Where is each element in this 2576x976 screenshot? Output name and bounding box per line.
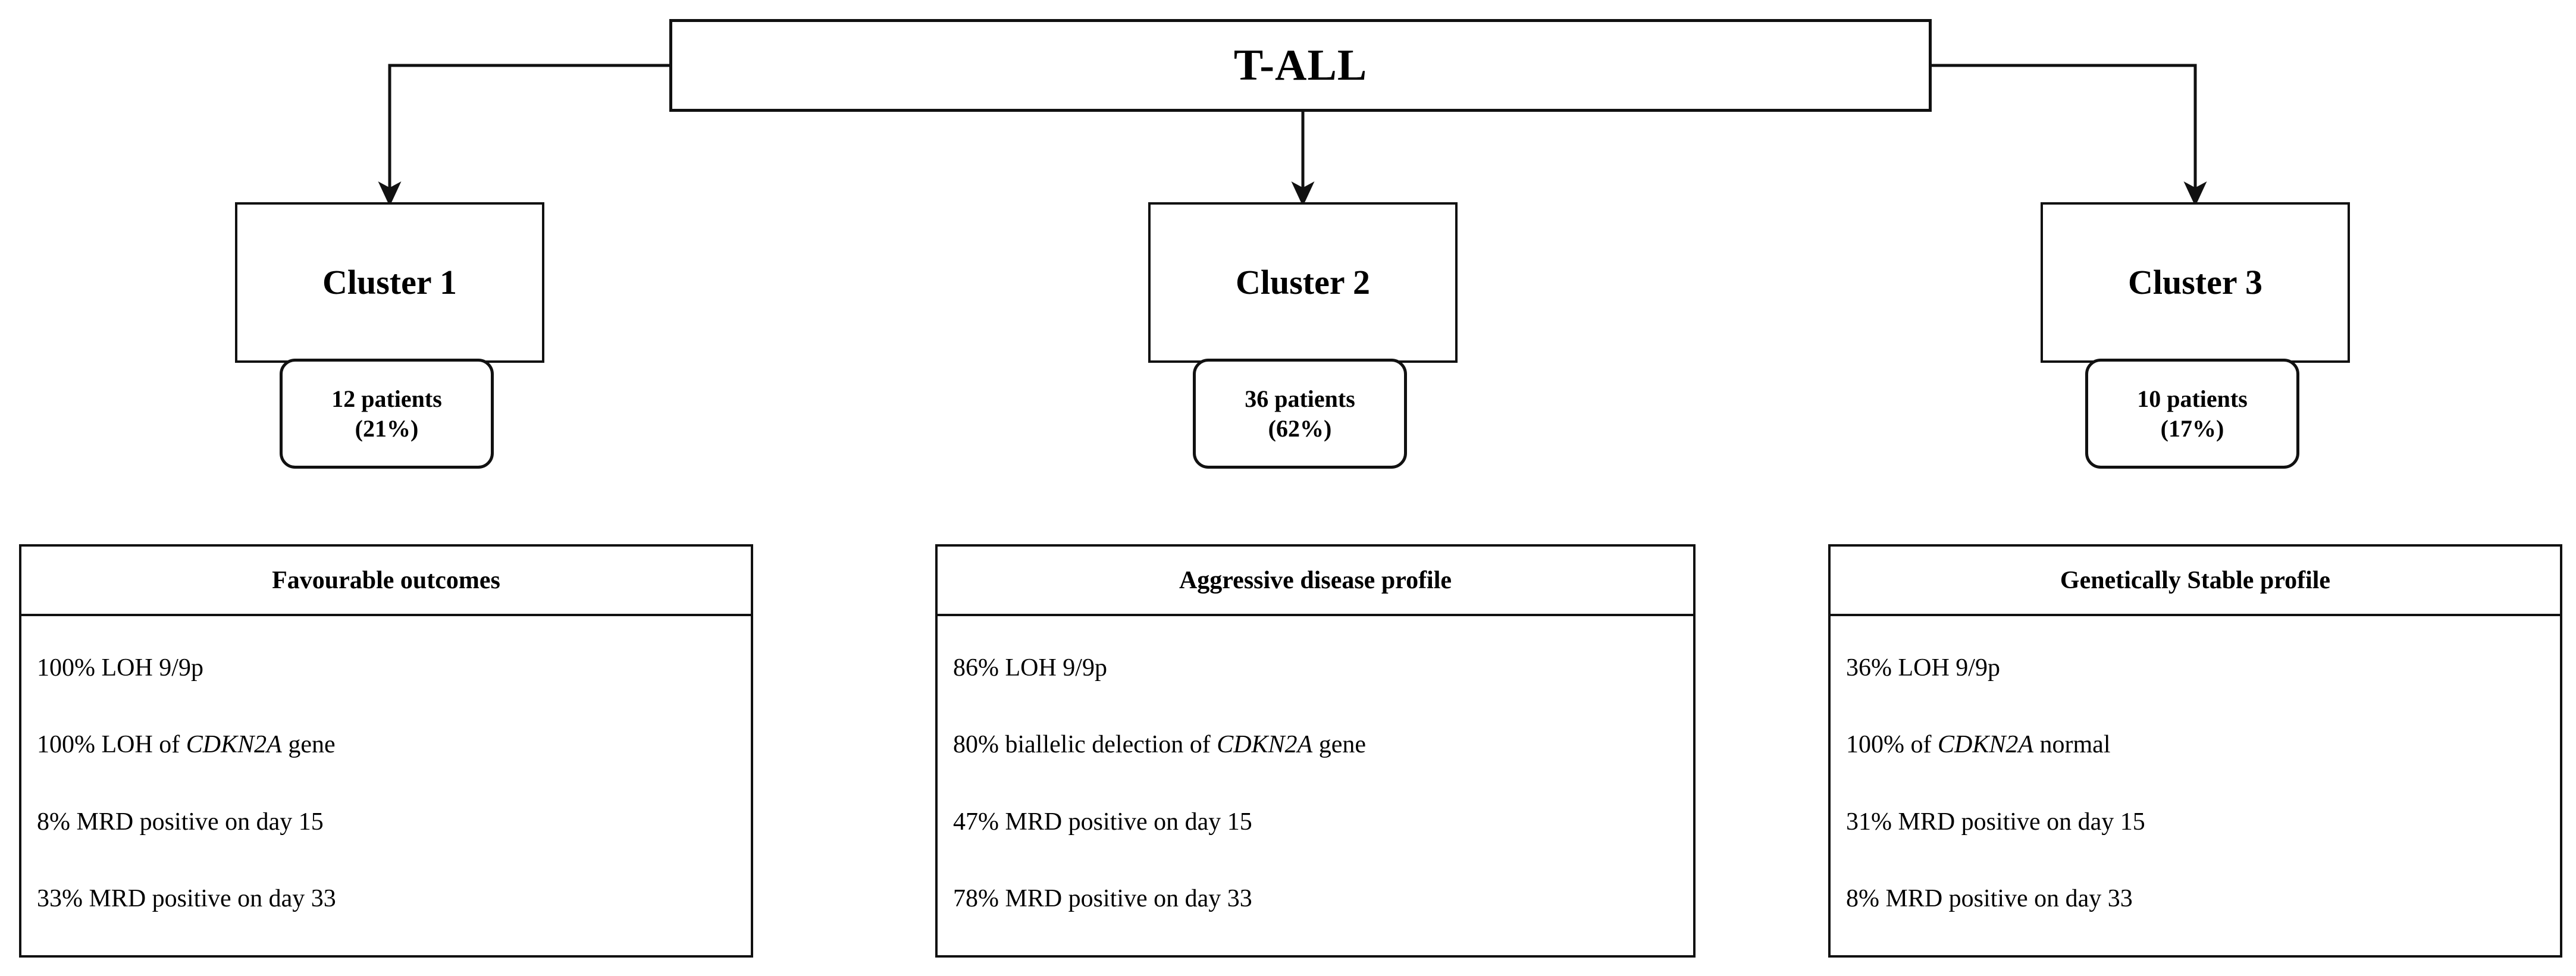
cluster-node-3-label: Cluster 3 — [2127, 263, 2263, 302]
gene-name: CDKN2A — [1217, 731, 1313, 759]
patient-count-badge-3-count: 10 patients — [2137, 385, 2248, 412]
profile-panel-3-line-3: 31% MRD positive on day 15 — [1846, 808, 2145, 836]
profile-panel-3-line-2: 100% of CDKN2A normal — [1846, 731, 2111, 759]
cluster-node-1[interactable]: Cluster 1 — [235, 202, 544, 363]
profile-panel-1-line-1: 100% LOH 9/9p — [37, 654, 203, 682]
profile-panel-3-body: 36% LOH 9/9p 100% of CDKN2A normal 31% M… — [1831, 616, 2560, 955]
gene-name: CDKN2A — [186, 731, 282, 759]
cluster-node-3[interactable]: Cluster 3 — [2041, 202, 2350, 363]
profile-panel-2[interactable]: Aggressive disease profile 86% LOH 9/9p … — [935, 544, 1696, 958]
profile-panel-1-line-2: 100% LOH of CDKN2A gene — [37, 731, 336, 759]
patient-count-badge-1-percent: (21%) — [355, 415, 419, 442]
gene-name: CDKN2A — [1937, 731, 2034, 759]
profile-panel-2-line-4: 78% MRD positive on day 33 — [953, 885, 1252, 913]
cluster-node-1-label: Cluster 1 — [322, 263, 457, 302]
cluster-node-2-label: Cluster 2 — [1235, 263, 1371, 302]
profile-panel-2-body: 86% LOH 9/9p 80% biallelic delection of … — [938, 616, 1693, 955]
patient-count-badge-2-count: 36 patients — [1245, 385, 1355, 412]
profile-panel-3-header: Genetically Stable profile — [1831, 547, 2560, 616]
profile-panel-3-line-1: 36% LOH 9/9p — [1846, 654, 2000, 682]
cluster-node-2[interactable]: Cluster 2 — [1148, 202, 1458, 363]
profile-panel-2-line-2: 80% biallelic delection of CDKN2A gene — [953, 731, 1367, 759]
patient-count-badge-2-percent: (62%) — [1268, 415, 1332, 442]
patient-count-badge-3-percent: (17%) — [2160, 415, 2224, 442]
root-node-label: T-ALL — [1233, 41, 1368, 90]
profile-panel-1[interactable]: Favourable outcomes 100% LOH 9/9p 100% L… — [19, 544, 753, 958]
root-node-t-all[interactable]: T-ALL — [669, 19, 1932, 112]
profile-panel-2-header: Aggressive disease profile — [938, 547, 1693, 616]
patient-count-badge-1-count: 12 patients — [331, 385, 442, 412]
profile-panel-1-line-4: 33% MRD positive on day 33 — [37, 885, 336, 913]
patient-count-badge-3[interactable]: 10 patients (17%) — [2085, 359, 2299, 469]
profile-panel-1-line-3: 8% MRD positive on day 15 — [37, 808, 324, 836]
profile-panel-3[interactable]: Genetically Stable profile 36% LOH 9/9p … — [1828, 544, 2562, 958]
profile-panel-2-line-1: 86% LOH 9/9p — [953, 654, 1107, 682]
patient-count-badge-2[interactable]: 36 patients (62%) — [1193, 359, 1407, 469]
patient-count-badge-1[interactable]: 12 patients (21%) — [280, 359, 494, 469]
connector-root-to-cluster-1 — [378, 64, 669, 207]
connector-root-to-cluster-3 — [1932, 64, 2207, 207]
profile-panel-3-line-4: 8% MRD positive on day 33 — [1846, 885, 2133, 913]
profile-panel-1-header: Favourable outcomes — [21, 547, 751, 616]
profile-panel-1-body: 100% LOH 9/9p 100% LOH of CDKN2A gene 8%… — [21, 616, 751, 955]
profile-panel-2-line-3: 47% MRD positive on day 15 — [953, 808, 1252, 836]
